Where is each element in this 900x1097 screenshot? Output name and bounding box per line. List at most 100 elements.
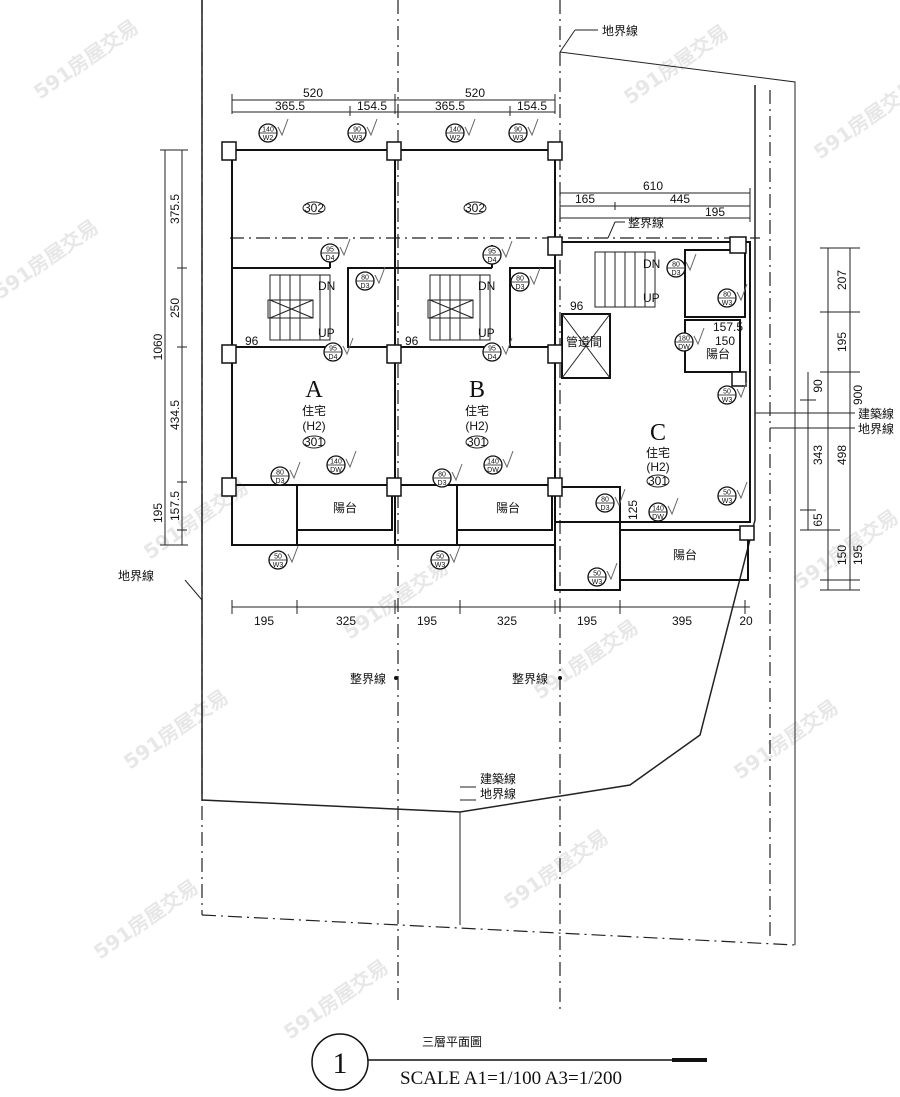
unit-code: (H2) bbox=[646, 460, 669, 474]
dimension-label: 150 bbox=[715, 334, 735, 348]
tag-size: 50 bbox=[274, 554, 282, 561]
check-mark bbox=[451, 463, 463, 482]
tag-size: 140 bbox=[449, 127, 461, 134]
stair-down-label: DN bbox=[318, 279, 335, 293]
dimension-label: 165 bbox=[575, 192, 595, 206]
dimension-label: 900 bbox=[851, 385, 865, 405]
check-mark bbox=[464, 118, 476, 137]
tag-type: DW bbox=[330, 467, 342, 474]
stair-labels: DN UP DN UP DN UP 96 96 96 管道間 bbox=[245, 257, 660, 349]
unit-use: 住宅 bbox=[646, 445, 670, 460]
tag-type: D4 bbox=[329, 354, 338, 361]
dimension-label: 1060 bbox=[151, 333, 165, 360]
check-mark bbox=[501, 240, 513, 259]
unit-use: 住宅 bbox=[465, 403, 489, 418]
tag-size: 95 bbox=[488, 249, 496, 256]
check-mark bbox=[606, 562, 618, 581]
dimension-label: 395 bbox=[672, 614, 692, 628]
check-mark bbox=[667, 497, 679, 516]
room-number: 302 bbox=[465, 201, 485, 215]
unit-code: (H2) bbox=[302, 419, 325, 433]
tag-type: D3 bbox=[672, 270, 681, 277]
tag-type: DW bbox=[678, 344, 690, 351]
watermark: 591房屋交易 bbox=[0, 215, 103, 304]
check-mark bbox=[736, 481, 748, 500]
tag-type: D4 bbox=[488, 257, 497, 264]
watermarks: 591房屋交易 591房屋交易 591房屋交易 591房屋交易 591房屋交易 … bbox=[0, 15, 900, 1044]
landing-dim: 96 bbox=[570, 299, 584, 313]
door-window-tags: 140W290W395D480D395D4140DW80D350W3140W29… bbox=[258, 118, 748, 587]
shaft-label: 管道間 bbox=[566, 334, 602, 349]
watermark: 591房屋交易 bbox=[29, 15, 142, 104]
dimension-label: 195 bbox=[835, 332, 849, 352]
watermark: 591房屋交易 bbox=[809, 75, 900, 164]
dimension-label: 445 bbox=[670, 192, 690, 206]
dimension-label: 207 bbox=[835, 270, 849, 290]
tag-size: 50 bbox=[436, 554, 444, 561]
tag-type: W3 bbox=[273, 562, 284, 569]
stair-down-label: DN bbox=[643, 257, 660, 271]
check-mark bbox=[289, 461, 301, 480]
site-lines bbox=[184, 0, 855, 1010]
dimension-label: 610 bbox=[643, 179, 663, 193]
watermark: 591房屋交易 bbox=[729, 695, 842, 784]
adjust-line-label: 整界線 bbox=[512, 671, 548, 686]
landing-dim: 96 bbox=[405, 334, 419, 348]
watermark: 591房屋交易 bbox=[499, 825, 612, 914]
tag-size: 140 bbox=[487, 459, 499, 466]
drawing-scale: SCALE A1=1/100 A3=1/200 bbox=[400, 1068, 622, 1089]
dimension-label: 375.5 bbox=[168, 194, 182, 224]
tag-type: W3 bbox=[435, 562, 446, 569]
dimension-label: 195 bbox=[254, 614, 274, 628]
tag-type: D4 bbox=[488, 354, 497, 361]
dimension-label: 365.5 bbox=[275, 99, 305, 113]
dimension-label: 157.5 bbox=[168, 491, 182, 521]
room-number: 302 bbox=[304, 201, 324, 215]
tag-size: 95 bbox=[488, 346, 496, 353]
stair-up-label: UP bbox=[318, 326, 335, 340]
check-mark bbox=[449, 545, 461, 564]
tag-type: D3 bbox=[276, 478, 285, 485]
stair-up-label: UP bbox=[478, 326, 495, 340]
tag-size: 140 bbox=[652, 506, 664, 513]
tag-size: 50 bbox=[723, 389, 731, 396]
tag-type: W2 bbox=[450, 135, 461, 142]
unit-letter: C bbox=[650, 420, 666, 446]
stair-down-label: DN bbox=[478, 279, 495, 293]
tag-type: W2 bbox=[263, 135, 274, 142]
watermark: 591房屋交易 bbox=[119, 685, 232, 774]
drawing-number: 1 bbox=[333, 1047, 348, 1080]
check-mark bbox=[342, 337, 354, 356]
balcony-label: 陽台 bbox=[496, 500, 520, 515]
check-mark bbox=[736, 380, 748, 399]
drawing-title: 三層平面圖 bbox=[422, 1035, 482, 1049]
tag-size: 180 bbox=[678, 336, 690, 343]
check-mark bbox=[693, 327, 705, 346]
dimension-label: 520 bbox=[465, 86, 485, 100]
check-mark bbox=[277, 118, 289, 137]
landing-dim: 96 bbox=[245, 334, 259, 348]
unit-a-labels: 302 A 住宅 (H2) 301 陽台 bbox=[302, 201, 357, 515]
tag-size: 80 bbox=[601, 497, 609, 504]
tag-type: D3 bbox=[438, 480, 447, 487]
dimension-label: 498 bbox=[835, 445, 849, 465]
check-mark bbox=[529, 267, 541, 286]
watermark: 591房屋交易 bbox=[529, 615, 642, 704]
room-number: 301 bbox=[648, 474, 668, 488]
adjust-line-label: 整界線 bbox=[628, 215, 664, 230]
dimension-label: 154.5 bbox=[517, 99, 547, 113]
lot-line-label: 地界線 bbox=[858, 421, 894, 436]
unit-letter: A bbox=[305, 377, 323, 403]
